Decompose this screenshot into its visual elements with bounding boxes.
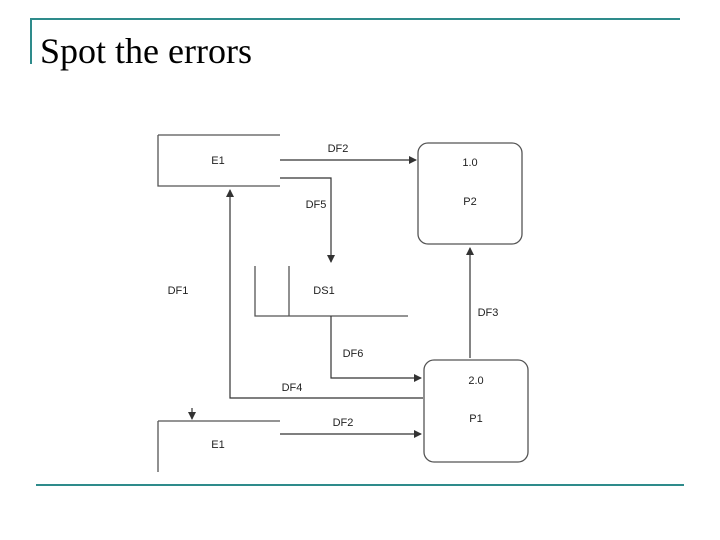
slide-title: Spot the errors — [40, 31, 252, 71]
flow-df6-label: DF6 — [343, 348, 364, 360]
flow-top-df2: DF2 — [280, 143, 417, 164]
flow-df5-label: DF5 — [306, 199, 327, 211]
flow-top-df2-label: DF2 — [328, 143, 349, 155]
flow-df1-label: DF1 — [168, 285, 189, 297]
process-bottom-id: 2.0 — [468, 375, 483, 387]
flow-bottom-df2-label: DF2 — [333, 417, 354, 429]
process-top-id: 1.0 — [462, 157, 477, 169]
flow-df3: DF3 — [466, 247, 499, 358]
flow-df3-label: DF3 — [478, 307, 499, 319]
process-top-name: P2 — [463, 196, 476, 208]
title-accent-vertical — [30, 18, 32, 64]
entity-e1-bottom: E1 — [157, 420, 280, 472]
footer-accent-line — [36, 484, 684, 486]
flow-df5: DF5 — [280, 177, 335, 263]
entity-e1-top-label: E1 — [211, 155, 224, 167]
entity-e1-top: E1 — [157, 134, 280, 187]
flow-df4-label: DF4 — [282, 382, 303, 394]
datastore-ds1-label: DS1 — [313, 285, 334, 297]
process-bottom-name: P1 — [469, 413, 482, 425]
process-top: 1.0 P2 — [417, 142, 523, 245]
title-accent-horizontal — [30, 18, 680, 20]
flow-df1-df4: DF1 DF4 — [168, 189, 423, 399]
entity-e1-bottom-label: E1 — [211, 439, 224, 451]
flow-df6: DF6 — [330, 316, 422, 382]
datastore-ds1: DS1 — [254, 266, 408, 317]
flow-bottom-df2: DF2 — [280, 417, 422, 438]
process-bottom: 2.0 P1 — [423, 359, 529, 463]
